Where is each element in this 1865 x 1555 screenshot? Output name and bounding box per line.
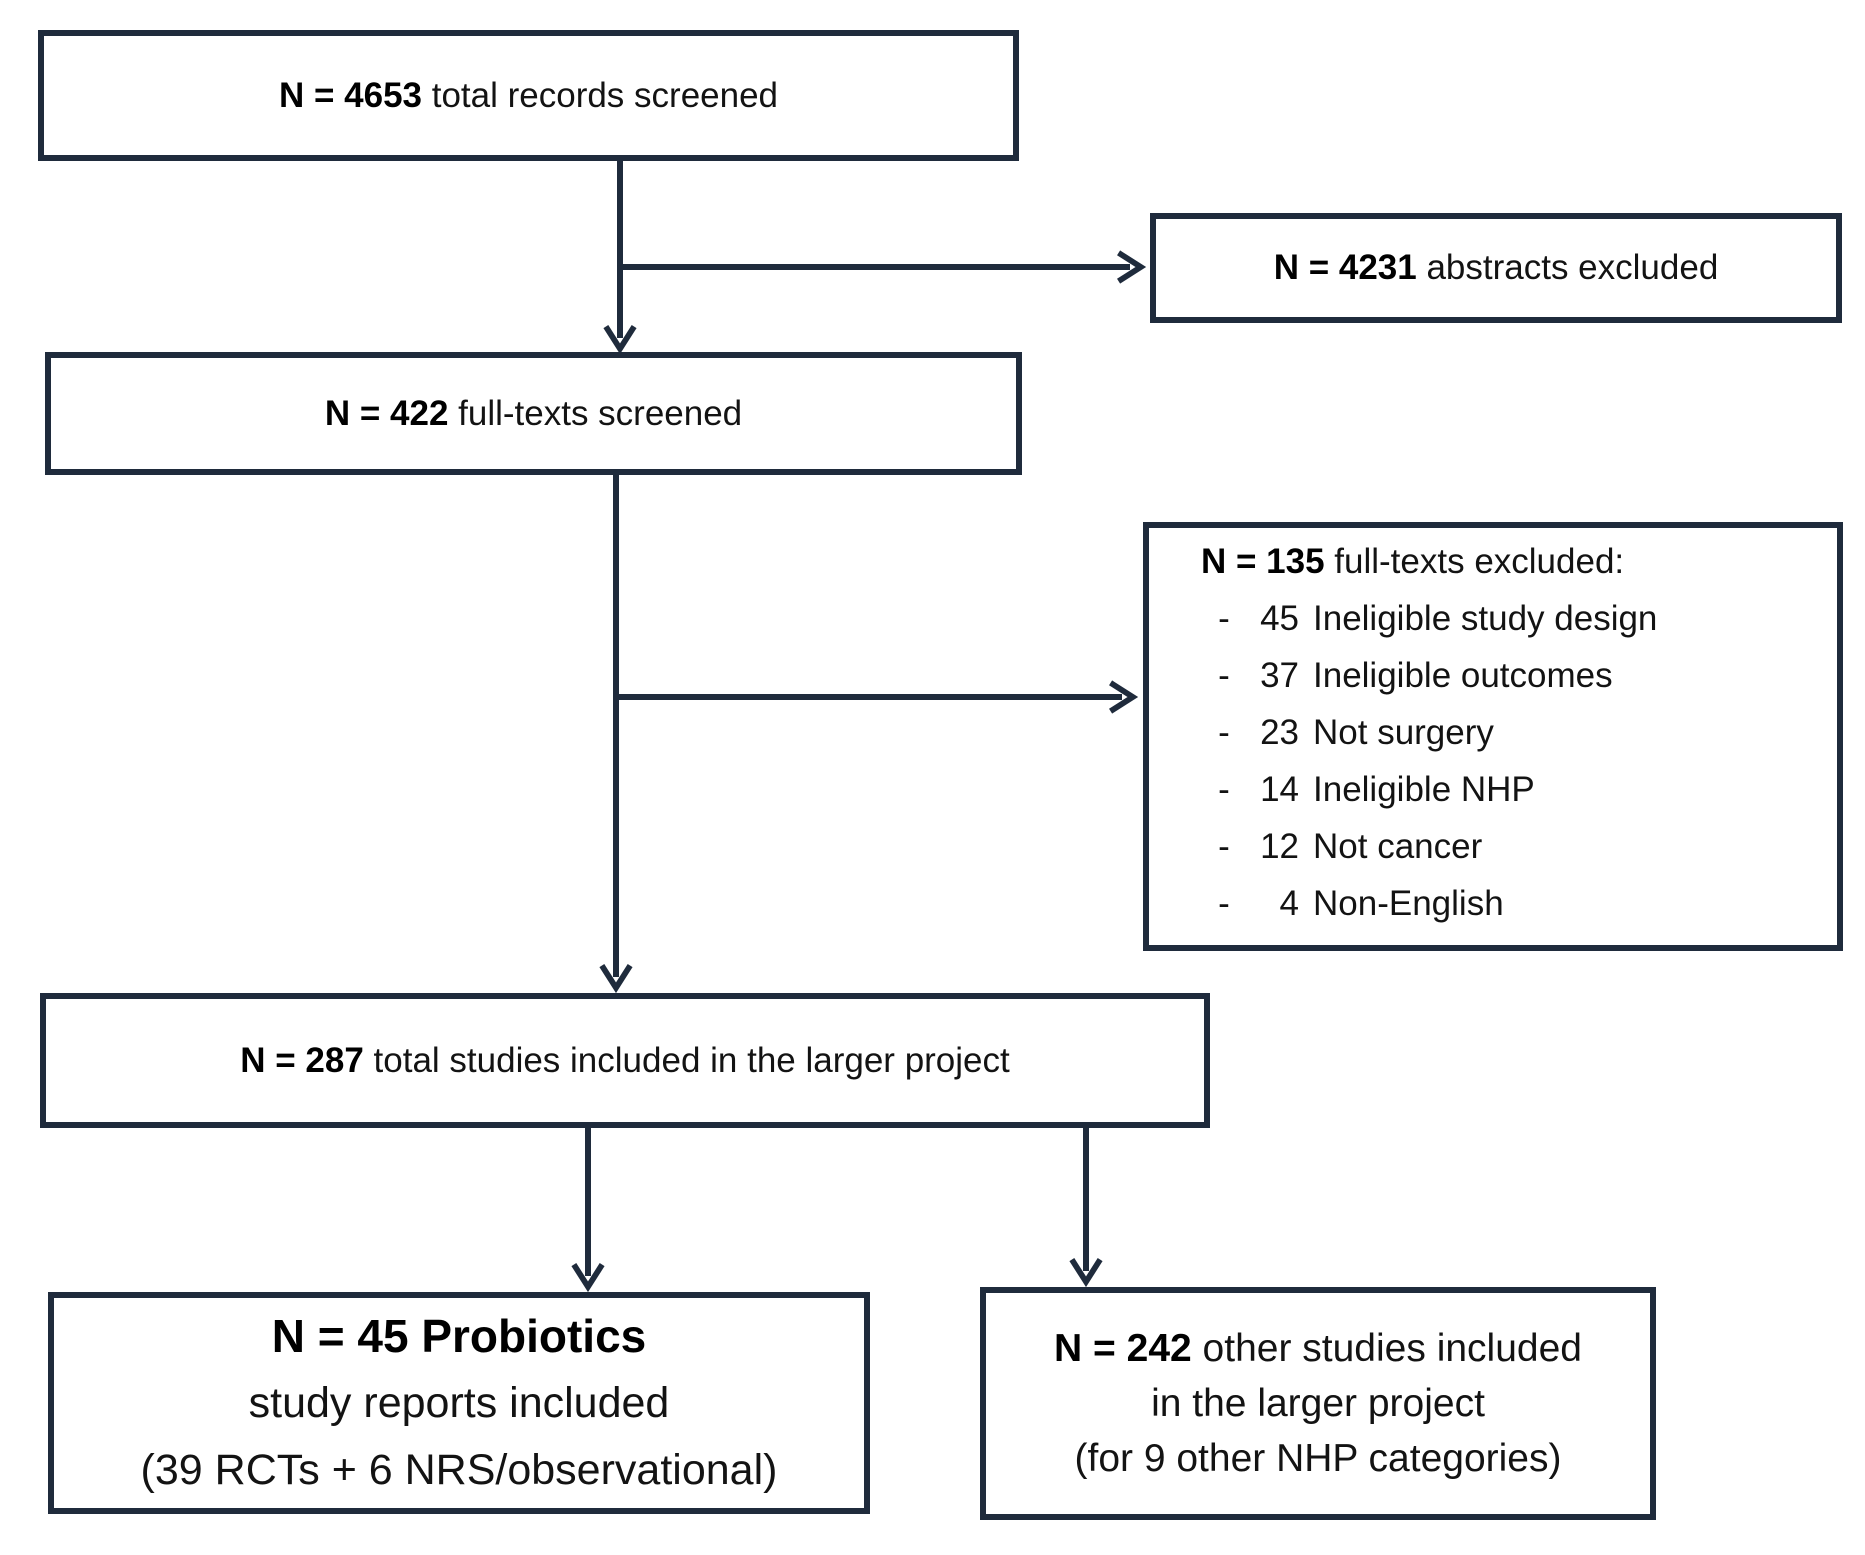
bullet-dash: - bbox=[1218, 884, 1230, 923]
box-abstracts-excluded: N = 4231 abstracts excluded bbox=[1150, 213, 1842, 323]
bullet-dash: - bbox=[1218, 656, 1230, 695]
label-text: full-texts screened bbox=[448, 393, 743, 433]
reason-count: 14 bbox=[1260, 770, 1299, 809]
other-studies-line2: in the larger project bbox=[1151, 1382, 1485, 1425]
box-text: N = 422 full-texts screened bbox=[325, 394, 742, 434]
box-total-records-screened: N = 4653 total records screened bbox=[38, 30, 1019, 161]
reason-label: Ineligible NHP bbox=[1313, 770, 1535, 809]
label-text: abstracts excluded bbox=[1416, 248, 1719, 287]
exclusion-reason-item: - 45 Ineligible study design bbox=[1201, 590, 1817, 647]
exclusion-reason-item: - 4 Non-English bbox=[1201, 875, 1817, 932]
n-value: N = 4231 bbox=[1273, 248, 1417, 287]
bullet-dash: - bbox=[1218, 827, 1230, 866]
reason-label: Ineligible outcomes bbox=[1313, 656, 1613, 695]
reason-label: Not surgery bbox=[1313, 713, 1494, 752]
box-other-studies: N = 242 other studies included in the la… bbox=[980, 1287, 1656, 1520]
n-value: N = 287 bbox=[240, 1040, 364, 1080]
reason-count: 4 bbox=[1279, 884, 1299, 923]
bullet-dash: - bbox=[1218, 770, 1230, 809]
reason-count: 37 bbox=[1260, 656, 1299, 695]
box-total-included: N = 287 total studies included in the la… bbox=[40, 993, 1210, 1128]
reason-count: 23 bbox=[1260, 713, 1299, 752]
other-studies-line1: N = 242 other studies included bbox=[1054, 1321, 1582, 1376]
box-text: N = 287 total studies included in the la… bbox=[240, 1041, 1010, 1081]
reason-label: Not cancer bbox=[1313, 827, 1483, 866]
n-value: N = 242 bbox=[1054, 1327, 1192, 1370]
box-fulltexts-excluded: N = 135 full-texts excluded: - 45 Inelig… bbox=[1143, 522, 1843, 951]
exclusion-reason-item: - 37 Ineligible outcomes bbox=[1201, 647, 1817, 704]
exclusion-reason-item: - 14 Ineligible NHP bbox=[1201, 761, 1817, 818]
reason-count: 45 bbox=[1260, 599, 1299, 638]
probiotics-detail: (39 RCTs + 6 NRS/observational) bbox=[140, 1445, 778, 1494]
other-studies-line3: (for 9 other NHP categories) bbox=[1074, 1437, 1562, 1480]
box-text: N = 4653 total records screened bbox=[279, 76, 778, 116]
label-text: full-texts excluded: bbox=[1324, 542, 1625, 581]
exclusion-reason-item: - 23 Not surgery bbox=[1201, 704, 1817, 761]
label-text: other studies included bbox=[1191, 1327, 1582, 1370]
bullet-dash: - bbox=[1218, 599, 1230, 638]
probiotics-subtitle: study reports included bbox=[248, 1378, 670, 1427]
n-value: N = 135 bbox=[1201, 542, 1325, 581]
reason-label: Non-English bbox=[1313, 884, 1504, 923]
reason-label: Ineligible study design bbox=[1313, 599, 1658, 638]
box-probiotics-included: N = 45 Probiotics study reports included… bbox=[48, 1292, 870, 1514]
reason-count: 12 bbox=[1260, 827, 1299, 866]
exclusion-title: N = 135 full-texts excluded: bbox=[1201, 533, 1817, 590]
probiotics-title: N = 45 Probiotics bbox=[271, 1309, 647, 1362]
box-text: N = 4231 abstracts excluded bbox=[1274, 248, 1719, 288]
label-text: total studies included in the larger pro… bbox=[363, 1040, 1010, 1080]
n-value: N = 422 bbox=[324, 393, 449, 433]
box-fulltexts-screened: N = 422 full-texts screened bbox=[45, 352, 1022, 475]
exclusion-reason-item: - 12 Not cancer bbox=[1201, 818, 1817, 875]
bullet-dash: - bbox=[1218, 713, 1230, 752]
n-value: N = 4653 bbox=[278, 75, 422, 115]
label-text: total records screened bbox=[422, 75, 779, 115]
